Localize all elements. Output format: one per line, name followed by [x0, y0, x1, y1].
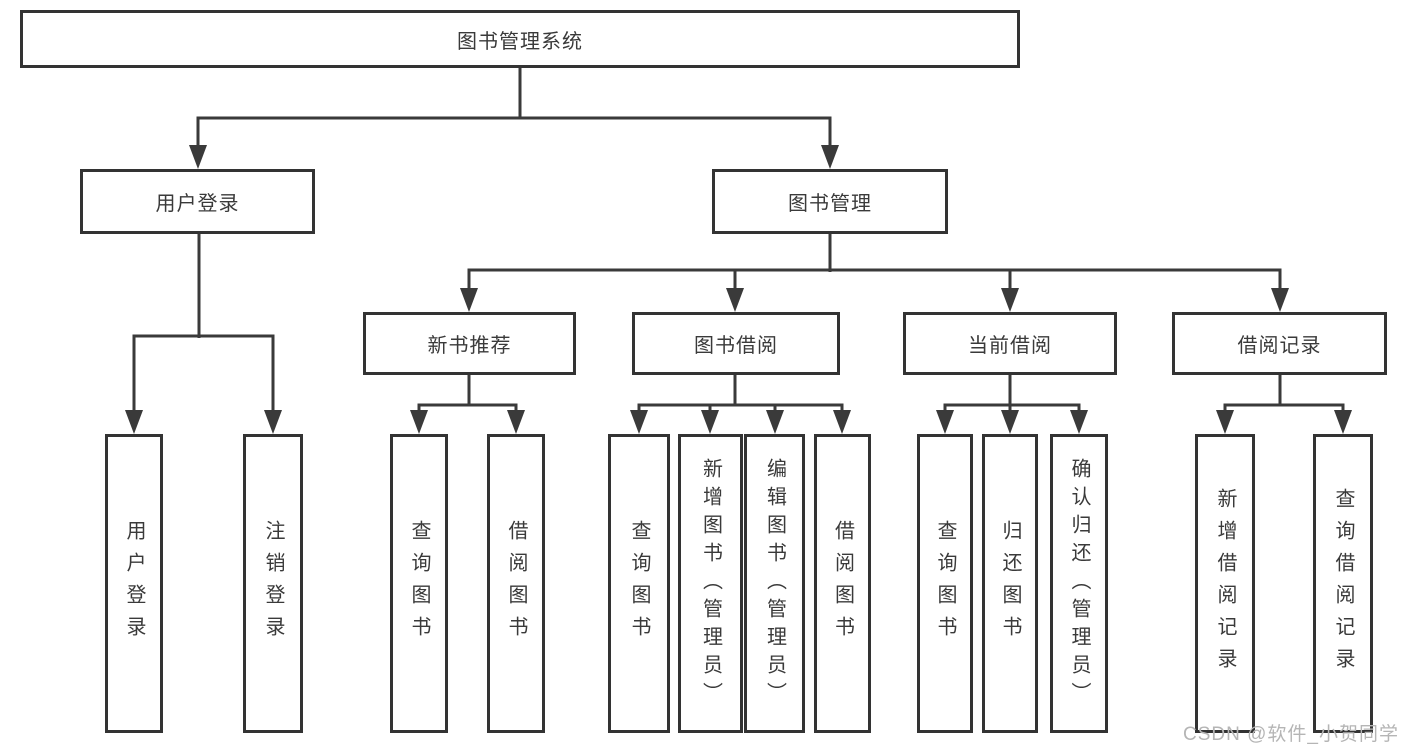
arrowhead: [1334, 410, 1352, 434]
arrowhead: [1271, 288, 1289, 312]
arrowhead: [821, 145, 839, 169]
arrowhead: [507, 410, 525, 434]
leaf-add-books-admin: 新增图书（管理员）: [678, 434, 743, 733]
edge-bookmgmt-rail: [467, 268, 1282, 292]
edge-root-rail: [196, 116, 832, 149]
edge-userlogin-rail: [132, 334, 275, 414]
arrowhead: [125, 410, 143, 434]
arrowhead: [1001, 288, 1019, 312]
arrowhead: [1001, 410, 1019, 434]
leaf-query-books-2: 查询图书: [608, 434, 670, 733]
leaf-label: 借阅图书: [505, 519, 527, 648]
arrowhead: [726, 288, 744, 312]
arrowhead: [766, 410, 784, 434]
arrowhead: [264, 410, 282, 434]
leaf-add-borrow-record: 新增借阅记录: [1195, 434, 1255, 733]
node-book-borrow: 图书借阅: [632, 312, 840, 375]
leaf-label: 借阅图书: [831, 519, 854, 648]
leaf-label: 查询图书: [628, 519, 650, 648]
arrowheads: [125, 145, 1352, 434]
node-root: 图书管理系统: [20, 10, 1020, 68]
connector-paths: [132, 66, 1345, 414]
leaf-edit-books-admin: 编辑图书（管理员）: [744, 434, 805, 733]
leaf-label: 注销登录: [262, 519, 284, 648]
leaf-borrow-books-2: 借阅图书: [814, 434, 871, 733]
leaf-label: 用户登录: [123, 519, 145, 648]
edge-records-rail: [1223, 403, 1345, 414]
leaf-label: 查询图书: [934, 519, 956, 648]
watermark: CSDN @软件_小贺同学: [1183, 724, 1399, 745]
node-borrow-records: 借阅记录: [1172, 312, 1387, 375]
edge-borrow-rail: [637, 403, 844, 414]
node-current-borrow: 当前借阅: [903, 312, 1117, 375]
leaf-return-books: 归还图书: [982, 434, 1038, 733]
node-new-book-recommend: 新书推荐: [363, 312, 576, 375]
leaf-user-login: 用户登录: [105, 434, 163, 733]
arrowhead: [460, 288, 478, 312]
node-book-management: 图书管理: [712, 169, 948, 234]
leaf-label: 新增借阅记录: [1214, 487, 1236, 680]
arrowhead: [833, 410, 851, 434]
leaf-label: 新增图书（管理员）: [699, 457, 722, 710]
leaf-query-borrow-record: 查询借阅记录: [1313, 434, 1373, 733]
leaf-label: 归还图书: [999, 519, 1021, 648]
leaf-borrow-books-1: 借阅图书: [487, 434, 545, 733]
leaf-confirm-return-admin: 确认归还（管理员）: [1050, 434, 1108, 733]
leaf-query-books-1: 查询图书: [390, 434, 448, 733]
leaf-logout: 注销登录: [243, 434, 303, 733]
edge-newbooks-rail: [417, 403, 518, 414]
leaf-label: 查询图书: [408, 519, 430, 648]
arrowhead: [701, 410, 719, 434]
leaf-label: 编辑图书（管理员）: [763, 457, 786, 710]
leaf-label: 查询借阅记录: [1332, 487, 1354, 680]
arrowhead: [189, 145, 207, 169]
arrowhead: [630, 410, 648, 434]
edge-current-rail: [943, 403, 1081, 414]
node-user-login: 用户登录: [80, 169, 315, 234]
arrowhead: [1070, 410, 1088, 434]
leaf-query-books-3: 查询图书: [917, 434, 973, 733]
arrowhead: [1216, 410, 1234, 434]
arrowhead: [936, 410, 954, 434]
leaf-label: 确认归还（管理员）: [1068, 457, 1090, 710]
arrowhead: [410, 410, 428, 434]
